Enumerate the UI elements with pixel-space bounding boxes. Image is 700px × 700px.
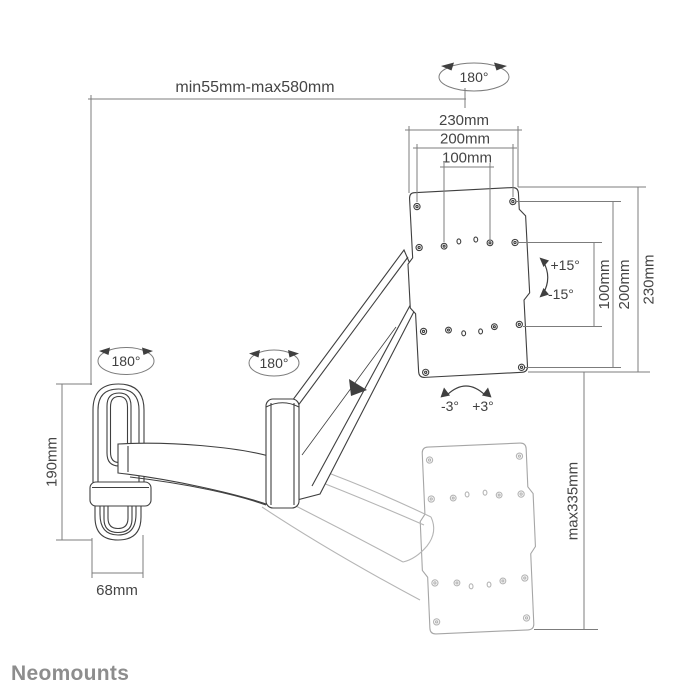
spring-clip-mark <box>349 379 367 396</box>
swivel-wall-label: 180° <box>112 353 141 369</box>
dim-wall-bracket-height: 190mm <box>44 383 92 541</box>
dim-wall-bracket-width: 68mm <box>91 535 144 599</box>
dim-plate-heights: 100mm 200mm 230mm <box>516 186 658 373</box>
dim-height-230-label: 230mm <box>641 254 658 304</box>
vesa-plate-raised <box>407 187 531 378</box>
level-left-label: -3° <box>441 398 459 414</box>
vesa-holes-raised <box>413 197 526 376</box>
elbow-joint <box>265 398 300 509</box>
swivel-elbow-annotation: 180° <box>248 349 300 377</box>
dim-190-label: 190mm <box>44 437 61 487</box>
tilt-down-label: -15° <box>548 286 574 302</box>
level-annotation: -3° +3° <box>440 385 494 414</box>
swivel-head-annotation: 180° <box>438 62 510 92</box>
dim-max335-label: max335mm <box>565 462 582 540</box>
vesa-plate-lowered <box>419 442 536 635</box>
swivel-head-label: 180° <box>460 69 489 85</box>
dim-height-adjustment: max335mm <box>534 372 598 630</box>
dim-arm-extension: min55mm-max580mm <box>88 79 466 385</box>
dim-height-200-label: 200mm <box>616 259 633 309</box>
swivel-elbow-label: 180° <box>260 355 289 371</box>
dim-arm-extension-label: min55mm-max580mm <box>175 79 334 96</box>
dim-width-100-label: 100mm <box>442 150 492 167</box>
dim-height-100-label: 100mm <box>596 259 613 309</box>
vesa-holes-lowered <box>425 452 531 626</box>
swivel-wall-annotation: 180° <box>97 347 155 375</box>
dim-68-label: 68mm <box>96 582 138 599</box>
wall-bracket-collar <box>89 481 152 541</box>
dim-width-230-label: 230mm <box>439 112 489 129</box>
tilt-up-label: +15° <box>551 257 580 273</box>
tilt-annotation: +15° -15° <box>539 257 580 302</box>
dim-width-200-label: 200mm <box>440 131 490 148</box>
neomounts-logo: Neomounts <box>11 662 130 685</box>
level-right-label: +3° <box>472 398 494 414</box>
dim-plate-widths: 230mm 200mm 100mm <box>405 112 522 242</box>
